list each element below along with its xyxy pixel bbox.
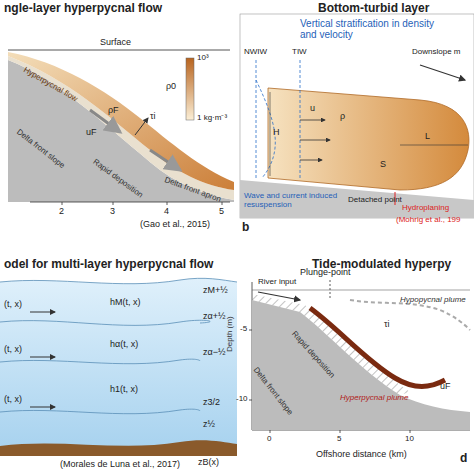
label: ngle-layer hyperpycnal flow [4, 2, 162, 15]
label: 2 [59, 207, 64, 217]
label: Hypopycnal plume [400, 296, 466, 305]
label: S [380, 160, 386, 170]
label: zM+½ [203, 286, 228, 296]
label: τi [384, 320, 390, 330]
label: (Gao et al., 2015) [140, 220, 210, 230]
label: Delta front apron [163, 176, 222, 205]
label: 3 [110, 207, 115, 217]
label: TIW [292, 48, 307, 57]
label: zB(x) [198, 458, 219, 468]
label: Delta front slope [15, 128, 66, 171]
label: L [425, 132, 430, 142]
label: Detached point [348, 196, 402, 205]
label: River input [258, 278, 296, 287]
label: τi [150, 112, 156, 122]
label: ρF [108, 106, 119, 116]
label: 1 kg·m⁻³ [197, 114, 227, 123]
label: Hyperpycnal flow [22, 66, 79, 104]
label: 10 [405, 435, 414, 444]
label: 4 [164, 207, 169, 217]
label: ρ0 [166, 82, 176, 92]
label: Hyperpycnal plume [340, 394, 408, 403]
label: zα+½ [203, 312, 225, 322]
label: b [242, 221, 249, 234]
label: (t, x) [4, 395, 22, 405]
label: Delta front slope [251, 366, 294, 417]
label: Hydroplaning [402, 204, 449, 213]
label: 10³ [197, 54, 209, 63]
label: Downslope m [412, 48, 460, 57]
label: (t, x) [4, 345, 22, 355]
label: u [310, 104, 315, 114]
label: z½ [203, 420, 215, 430]
label: NWIW [244, 48, 267, 57]
label: (Mohrig et al., 199 [396, 216, 460, 225]
label: Depth (m) [226, 316, 235, 352]
label: Rapid deposition [289, 330, 335, 380]
label: ρ [340, 112, 345, 122]
label: 5 [219, 207, 224, 217]
label: (Morales de Luna et al., 2017) [60, 460, 180, 470]
label: -5 [240, 325, 247, 334]
label: h1(t, x) [110, 385, 138, 395]
label: 5 [337, 435, 341, 444]
label: z3/2 [203, 398, 220, 408]
label: uF [440, 382, 451, 392]
label: Plunge-point [300, 268, 351, 278]
label: H [273, 128, 280, 138]
label: (t, x) [4, 300, 22, 310]
label: uF [86, 128, 97, 138]
label: odel for multi-layer hyperpycnal flow [4, 258, 213, 271]
label: d [460, 452, 467, 465]
label: Offshore distance (km) [316, 450, 407, 460]
label: 0 [267, 435, 271, 444]
label: Surface [100, 38, 131, 48]
label: Vertical stratification in density and v… [300, 18, 450, 40]
label: Wave and current induced resuspension [244, 192, 344, 210]
label: -10 [236, 395, 248, 404]
label: zα−½ [203, 348, 225, 358]
label: Rapid deposition [91, 158, 144, 200]
label: hα(t, x) [110, 340, 138, 350]
label: hM(t, x) [110, 298, 141, 308]
label: Bottom-turbid layer [318, 2, 429, 15]
